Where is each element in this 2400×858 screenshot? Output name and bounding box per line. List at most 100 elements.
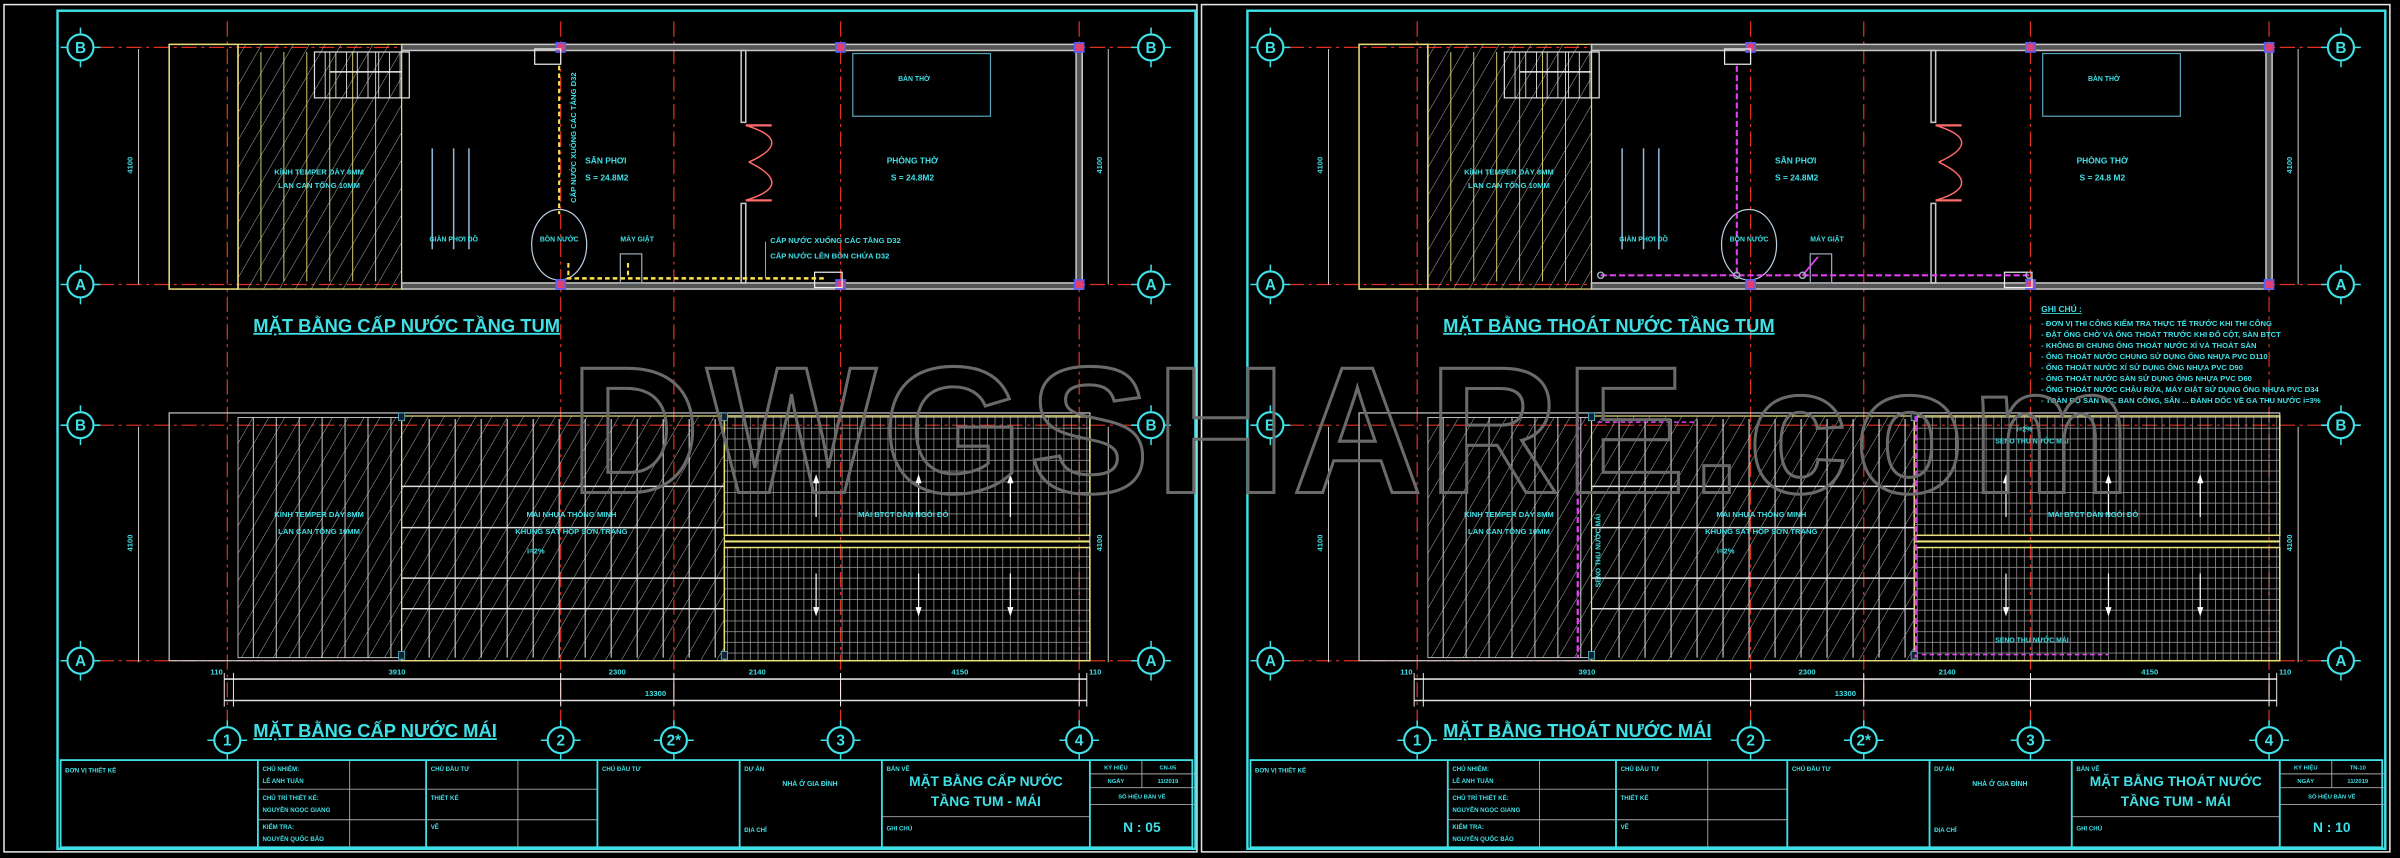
column-marker — [2263, 42, 2275, 53]
bubble-circle — [213, 726, 242, 755]
column-marker — [1910, 412, 1918, 422]
bubble-circle — [2326, 646, 2356, 675]
check-name: NGUYỄN QUỐC BẢO — [262, 836, 324, 843]
note-item: - ỐNG THOÁT NƯỚC SÀN SỬ DỤNG ỐNG NHỰA PV… — [2041, 373, 2252, 383]
grid-label: 3 — [836, 733, 844, 750]
glass-label-2: LAN CAN TỔNG 10MM — [1468, 181, 1550, 190]
dimension-vertical: 4100 — [2285, 534, 2294, 551]
bubble-circle — [546, 726, 575, 755]
grid-bubble-2: 2 — [1730, 720, 1771, 761]
design-label: THIẾT KẾ — [1621, 795, 1649, 802]
grid-label: B — [1146, 418, 1157, 435]
grid-label: B — [2335, 40, 2346, 57]
room-label-shrine: PHÒNG THỜ — [887, 155, 939, 166]
sheet-number-label: SỐ HIỆU BẢN VẼ — [1118, 792, 1165, 800]
dimension-value: 110 — [2279, 667, 2291, 676]
grid-bubble-A: A — [60, 640, 101, 681]
column-marker — [1588, 651, 1596, 660]
tile-roof-upper — [723, 415, 1091, 537]
grid-label: 1 — [1413, 733, 1422, 750]
column-marker — [2263, 279, 2275, 290]
plan-title-top-floor: MẶT BẰNG THOÁT NƯỚC TẦNG TUM — [1443, 315, 1774, 336]
dimension-value: 110 — [1089, 667, 1101, 676]
wall-right — [1075, 43, 1083, 290]
glass-skylight-area — [1427, 43, 1593, 290]
washer-label: MÁY GIẶT — [620, 235, 654, 244]
sheet-frame — [56, 9, 1197, 851]
tile-roof-lower — [1913, 546, 2281, 662]
room-area-drying-yard: S = 24.8M2 — [1775, 172, 1819, 182]
riser-box-icon — [534, 48, 562, 65]
lead-label: CHỦ TRÌ THIẾT KẾ: — [262, 794, 318, 802]
slope-arrow-down-icon — [915, 607, 922, 617]
smart-roof-label-1: MÁI NHỰA THÔNG MINH — [1716, 510, 1806, 519]
dimension-value: 3910 — [389, 667, 406, 676]
date-label: NGÀY — [2297, 778, 2314, 785]
wall-top — [400, 43, 1083, 52]
clothes-rack-label: GIÀN PHƠI ĐỒ — [1619, 234, 1668, 244]
wall-top — [1590, 43, 2273, 52]
grid-label: B — [1146, 40, 1157, 57]
dimension-total: 13300 — [1835, 689, 1856, 698]
column-marker — [720, 412, 728, 422]
room-area-drying-yard: S = 24.8M2 — [585, 172, 629, 182]
project-label: DỰ ÁN — [1934, 766, 1954, 773]
note-item: - ỐNG THOÁT NƯỚC XÍ SỬ DỤNG ỐNG NHỰA PVC… — [2041, 362, 2243, 372]
gutter-label-top: SENO THU NƯỚC MÁI — [1995, 437, 2069, 446]
grid-bubble-B: B — [60, 27, 101, 68]
project-label: DỰ ÁN — [744, 766, 764, 773]
grid-bubble-B: B — [1131, 405, 1171, 446]
grid-bubble-4: 3 — [2010, 720, 2051, 761]
tile-roof-upper — [1913, 415, 2281, 537]
dimension-value: 2300 — [1799, 667, 1816, 676]
bubble-circle — [1065, 726, 1094, 755]
grid-bubble-A: A — [60, 264, 101, 305]
owner-label: CHỦ ĐẦU TƯ — [1621, 766, 1661, 773]
gutter-label-left: SENO THU NƯỚC MÁI — [1594, 514, 1603, 588]
bubble-circle — [1256, 270, 1285, 299]
code-label: KÝ HIỆU — [2294, 763, 2318, 771]
bubble-circle — [1256, 33, 1285, 62]
glass-label-2: LAN CAN TỔNG 10MM — [278, 181, 360, 190]
grid-label: 2 — [556, 733, 565, 750]
clothes-rack-label: GIÀN PHƠI ĐỒ — [429, 234, 478, 244]
approve-label: CHỦ ĐẦU TƯ — [1792, 766, 1832, 773]
bubble-circle — [826, 726, 855, 755]
slope-arrow-up-icon — [2197, 474, 2204, 484]
dimension-vertical: 4100 — [2285, 157, 2294, 174]
room-area-shrine: S = 24.8 M2 — [2080, 172, 2126, 182]
partition-wall — [1930, 202, 1937, 284]
room-label-shrine: PHÒNG THỜ — [2077, 155, 2129, 166]
grid-label: B — [75, 418, 86, 435]
sheet-number: N : 05 — [1123, 820, 1161, 835]
grid-label: A — [1146, 653, 1157, 670]
floor-drain-icon — [1596, 271, 1605, 280]
date-value: 11/2019 — [2347, 779, 2368, 785]
roof-glass-label-2: LAN CAN TỔNG 10MM — [1468, 527, 1550, 536]
bubble-circle — [66, 646, 95, 675]
smart-roof-label-2: KHUNG SẮT HỘP SƠN TRẮNG — [1705, 527, 1817, 536]
dimension-value: 4150 — [951, 667, 968, 676]
drawing-title-line-1: MẶT BẰNG CẤP NƯỚC — [909, 772, 1063, 789]
pipe-label-down: CẤP NƯỚC XUỐNG CÁC TẦNG D32 — [770, 235, 900, 245]
grid-label: A — [75, 277, 86, 294]
bubble-circle — [2016, 726, 2045, 755]
check-label: KIỂM TRA: — [1452, 824, 1484, 831]
door-swing-icon — [745, 161, 773, 202]
note-item: - KHÔNG ĐI CHUNG ỐNG THOÁT NƯỚC XÍ VÀ TH… — [2041, 340, 2256, 350]
dimension-value: 3910 — [1578, 667, 1595, 676]
bubble-circle — [2326, 411, 2356, 440]
grid-bubble-1: 1 — [207, 720, 248, 761]
grid-label: B — [75, 40, 86, 57]
dimension-vertical: 4100 — [125, 157, 134, 174]
wall-right — [2265, 43, 2273, 290]
code-label: KÝ HIỆU — [1104, 763, 1128, 771]
smart-roof-label-1: MÁI NHỰA THÔNG MINH — [526, 510, 616, 519]
grid-label: 1 — [223, 733, 232, 750]
grid-bubble-5: 4 — [2249, 720, 2289, 761]
grid-bubble-B: B — [2321, 405, 2361, 446]
